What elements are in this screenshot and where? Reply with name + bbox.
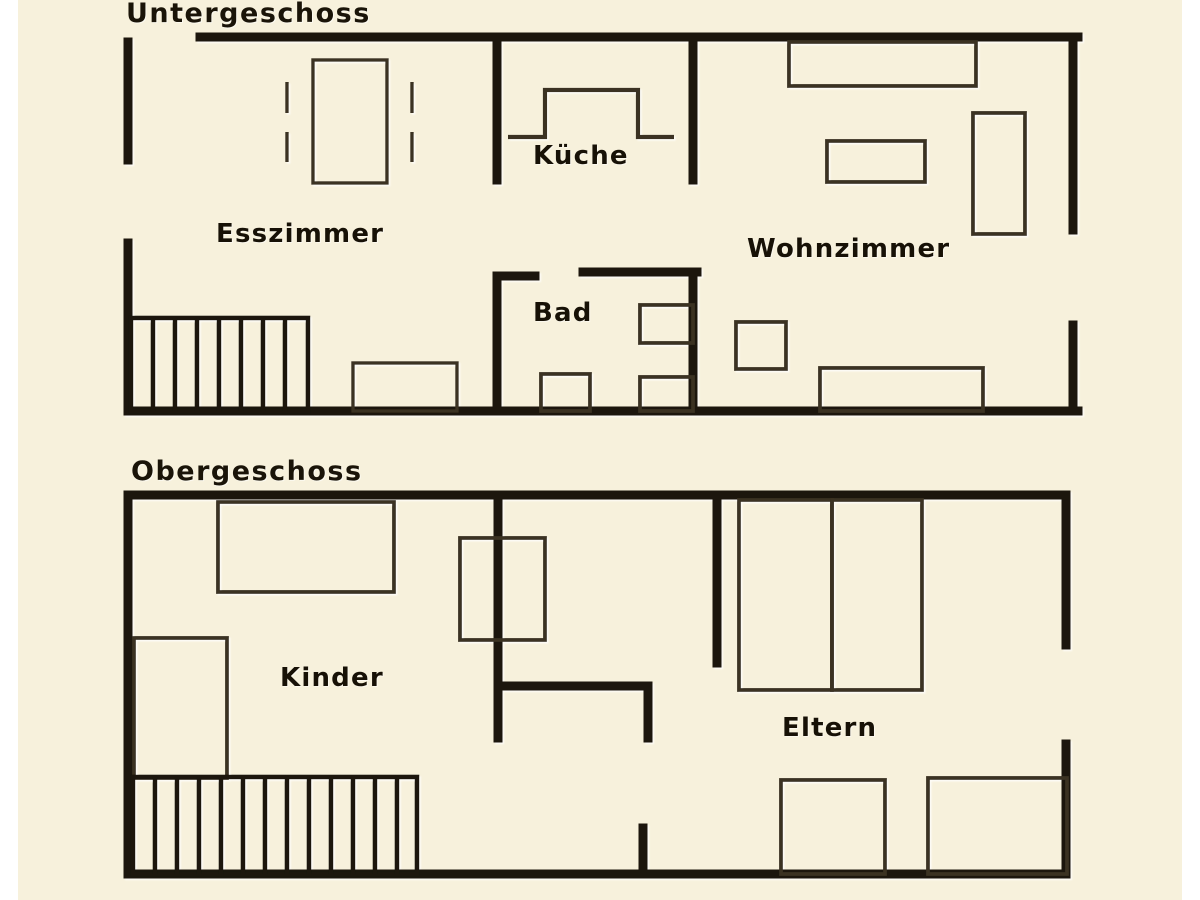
eltern-dresser-left: [779, 778, 887, 876]
esszimmer-furniture: [285, 58, 459, 413]
floor-title-untergeschoss: Untergeschoss: [126, 0, 371, 29]
room-label-esszimmer: Esszimmer: [216, 219, 385, 249]
kinder-furniture: [132, 500, 547, 780]
dining-table: [311, 58, 389, 185]
kinder-bed: [216, 500, 396, 594]
lower-staircase-outline: [130, 774, 420, 877]
eltern-bed-right: [830, 498, 924, 692]
eltern-dresser-right: [926, 776, 1069, 876]
bath-sink: [539, 372, 592, 413]
bath-toilet: [638, 375, 695, 413]
room-label-kueche: Küche: [533, 141, 629, 171]
kinder-wardrobe: [132, 636, 229, 780]
floor-title-obergeschoss: Obergeschoss: [131, 456, 363, 487]
floor-obergeschoss: [123, 490, 1071, 879]
kitchen-counter: [508, 87, 674, 140]
kueche-furniture: [508, 87, 674, 140]
bad-fixtures: [539, 303, 695, 413]
tall-cabinet: [971, 111, 1027, 236]
kinder-desk: [458, 536, 547, 642]
eltern-furniture: [737, 498, 1069, 876]
room-label-kinder: Kinder: [280, 663, 384, 693]
floor-untergeschoss: [123, 32, 1083, 416]
wohnzimmer-sideboard: [818, 366, 985, 413]
wall-center-stub: [493, 681, 653, 743]
room-label-eltern: Eltern: [782, 713, 878, 743]
room-label-bad: Bad: [533, 298, 593, 328]
wohnzimmer-furniture: [734, 40, 1027, 413]
room-label-wohnzimmer: Wohnzimmer: [747, 234, 951, 264]
eltern-bed-left: [737, 498, 834, 692]
sofa: [787, 40, 978, 88]
page-margin-left: [0, 0, 18, 900]
armchair: [734, 320, 788, 371]
lower-staircase: [130, 774, 420, 877]
bath-tub: [638, 303, 695, 345]
esszimmer-sideboard: [351, 361, 459, 413]
upper-staircase: [128, 315, 311, 414]
coffee-table: [825, 139, 927, 184]
lower-walls: [123, 490, 1071, 879]
page-margin-right: [1182, 0, 1200, 900]
